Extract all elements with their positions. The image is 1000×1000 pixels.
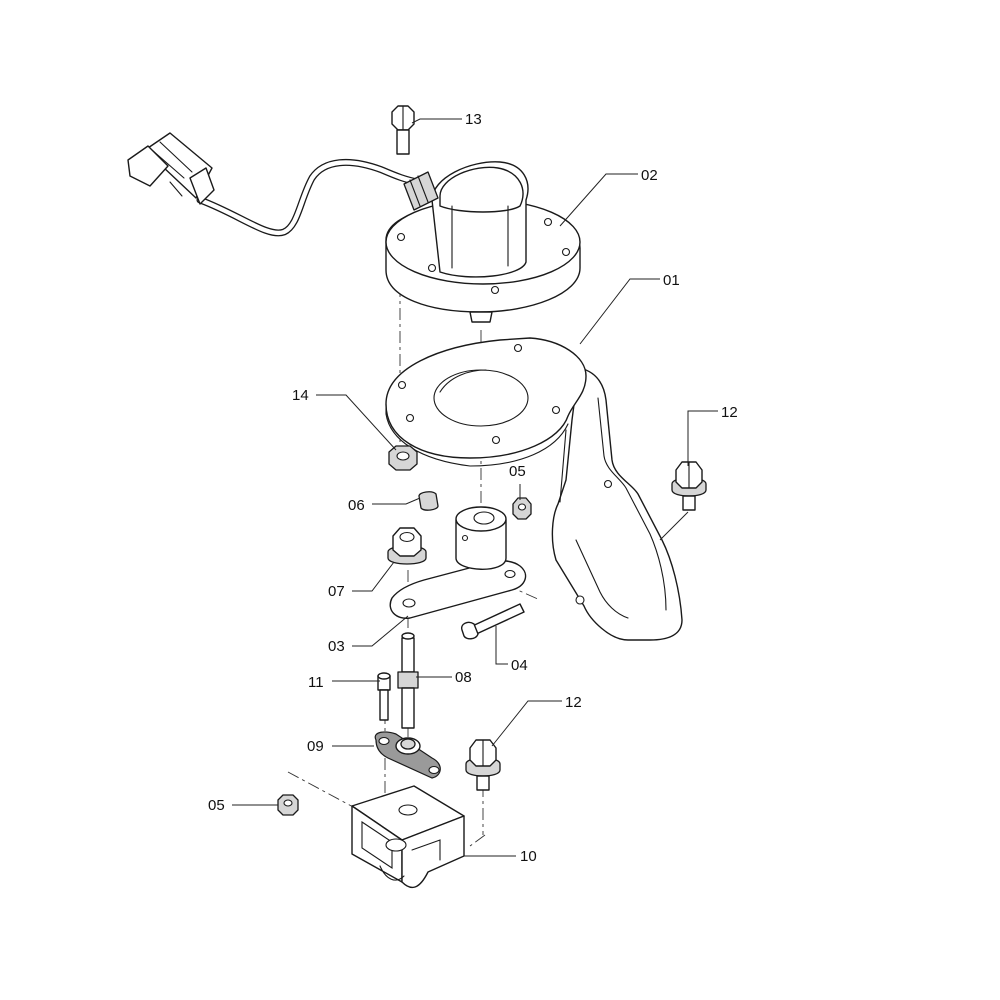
callout-labels: 13 02 01 14 12 05 06 07 03 04 11 08 12 0… [208,111,738,865]
part-08-ball-stud [397,632,419,729]
part-05-nut-lower [277,794,299,816]
callout-05-upper: 05 [509,463,526,480]
part-03-lever-arm [389,506,527,619]
part-13-bolt [391,105,415,155]
part-06-set-screw [418,491,439,511]
callout-leaders [232,118,718,857]
callout-02: 02 [641,167,658,184]
callout-06: 06 [348,497,365,514]
part-10-mounting-block [351,785,465,889]
part-07-flange-nut [387,527,427,565]
callout-03: 03 [328,638,345,655]
part-09-ball-joint-flange [374,731,441,779]
callout-08: 08 [455,669,472,686]
callout-04: 04 [511,657,528,674]
part-04-long-screw [461,603,525,640]
callout-01: 01 [663,272,680,289]
part-14-nut [388,445,418,471]
callout-12-lower: 12 [565,694,582,711]
callout-14: 14 [292,387,309,404]
callout-12-upper: 12 [721,404,738,421]
part-12-flange-bolt-upper [671,461,707,511]
callout-09: 09 [307,738,324,755]
part-12-flange-bolt-lower [465,739,501,791]
callout-10: 10 [520,848,537,865]
part-05-nut-upper [512,497,532,520]
callout-13: 13 [465,111,482,128]
callout-05-lower: 05 [208,797,225,814]
part-02-position-sensor [127,132,581,323]
part-11-cap-screw [377,672,391,721]
part-01-mounting-bracket [385,337,683,641]
cable-connector [127,132,215,205]
callout-07: 07 [328,583,345,600]
callout-11: 11 [308,674,324,691]
